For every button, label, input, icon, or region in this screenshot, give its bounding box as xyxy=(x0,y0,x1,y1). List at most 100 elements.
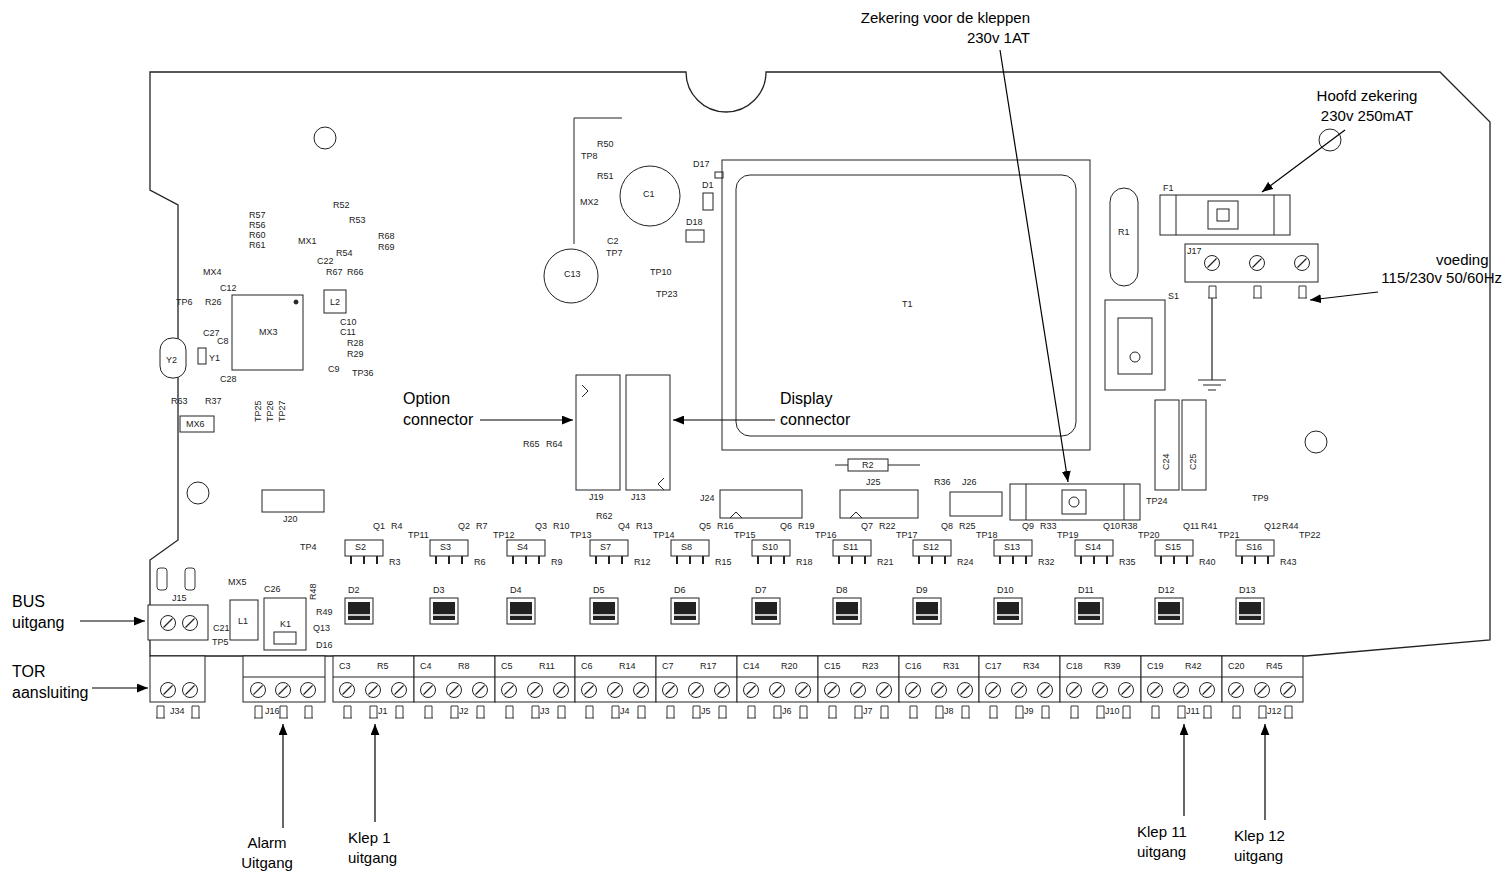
relay-area xyxy=(230,600,258,640)
component-designator: Q4 xyxy=(618,522,630,531)
component-designator: R41 xyxy=(1201,522,1218,531)
terminal-screw xyxy=(1067,683,1082,698)
switch-resistor-capacitor xyxy=(1182,400,1206,490)
diode-symbol xyxy=(430,598,458,624)
terminal-screw xyxy=(608,683,623,698)
terminal-pin xyxy=(369,706,378,718)
connector xyxy=(576,375,620,490)
component-designator: J7 xyxy=(863,707,873,716)
component-designator: TP11 xyxy=(408,531,429,540)
terminal-screw xyxy=(161,683,1296,698)
mounting-hole xyxy=(1305,431,1327,453)
component-designator: C6 xyxy=(581,662,593,671)
leader-arrow xyxy=(1264,724,1265,820)
callout-label: TOR aansluiting xyxy=(12,662,96,704)
component-designator: D7 xyxy=(755,586,767,595)
diode-symbol xyxy=(345,598,1264,624)
connector xyxy=(658,478,664,490)
terminal-block xyxy=(1222,656,1303,702)
component-designator: R2 xyxy=(862,461,874,470)
bus-terminal xyxy=(148,568,208,640)
component-designator: C13 xyxy=(564,270,581,279)
terminal-block xyxy=(414,656,495,702)
switch-resistor-capacitor xyxy=(1118,318,1152,374)
terminal-pin xyxy=(424,706,433,718)
terminal-screw xyxy=(1174,683,1189,698)
terminal-screw xyxy=(877,683,892,698)
component-designator: C19 xyxy=(1147,662,1164,671)
bus-terminal xyxy=(161,616,176,631)
component-designator: MX1 xyxy=(298,237,317,246)
terminal-screw xyxy=(744,683,759,698)
component-designator: S16 xyxy=(1246,543,1262,552)
component-designator: R43 xyxy=(1280,558,1297,567)
mounting-hole xyxy=(187,127,1341,504)
component-designator: J12 xyxy=(1267,707,1282,716)
component-designator: J9 xyxy=(1024,707,1034,716)
component-designator: R35 xyxy=(1119,558,1136,567)
component-designator: D5 xyxy=(593,586,605,595)
component-designator: R64 xyxy=(546,440,563,449)
terminal-screw xyxy=(502,683,517,698)
bus-terminal xyxy=(157,568,167,590)
component-designator: R25 xyxy=(959,522,976,531)
terminal-screw xyxy=(421,683,436,698)
terminal-screw xyxy=(1093,683,1108,698)
component-designator: TP7 xyxy=(606,249,623,258)
component-designator: S8 xyxy=(681,543,692,552)
terminal-pin xyxy=(718,706,727,718)
board-outline xyxy=(150,72,1490,656)
terminal-screw xyxy=(161,683,176,698)
diode-symbol xyxy=(671,598,699,624)
component-designator: R31 xyxy=(943,662,960,671)
terminal-pin xyxy=(531,706,540,718)
terminal-pin xyxy=(799,706,808,718)
terminal-pin xyxy=(279,706,288,718)
terminal-screw xyxy=(1281,683,1296,698)
component-designator: C11 xyxy=(340,328,356,337)
regulator-symbol xyxy=(1236,540,1274,564)
terminal-pin xyxy=(880,706,889,718)
component-designator: J15 xyxy=(172,594,187,603)
component-designator: TP16 xyxy=(815,531,837,540)
component-designator: TP20 xyxy=(1138,531,1160,540)
ic-and-small-parts xyxy=(160,338,186,378)
component-designator: Y1 xyxy=(209,354,220,363)
terminal-screw xyxy=(689,683,704,698)
component-designator: R45 xyxy=(1266,662,1283,671)
component-designator: R66 xyxy=(347,268,364,277)
ic-and-small-parts xyxy=(232,295,303,370)
component-designator: J25 xyxy=(866,478,881,487)
component-designator: R21 xyxy=(877,558,894,567)
leader-arrow xyxy=(282,724,283,828)
component-designator: D8 xyxy=(836,586,848,595)
terminal-pin xyxy=(191,706,200,718)
component-designator: Q2 xyxy=(458,522,470,531)
component-designator: R5 xyxy=(377,662,389,671)
component-designator: C18 xyxy=(1066,662,1083,671)
component-designator: R23 xyxy=(862,662,879,671)
fuse-holder xyxy=(1026,484,1124,520)
component-designator: MX6 xyxy=(186,420,205,429)
terminal-screw xyxy=(796,683,811,698)
component-designator: C8 xyxy=(217,337,229,346)
component-designator: TP24 xyxy=(1146,497,1168,506)
component-designator: C5 xyxy=(501,662,513,671)
component-designator: C4 xyxy=(420,662,432,671)
component-designator: TP12 xyxy=(493,531,515,540)
component-designator: TP26 xyxy=(266,400,275,422)
terminal-block xyxy=(495,656,575,702)
connector xyxy=(850,512,862,518)
transformer xyxy=(722,160,1090,450)
component-designator: MX3 xyxy=(259,328,278,337)
callout-label: Alarm Uitgang xyxy=(230,833,304,872)
terminal-screw xyxy=(715,683,730,698)
component-designator: C21 xyxy=(213,624,230,633)
terminal-screw xyxy=(340,683,355,698)
terminal-pin xyxy=(666,706,675,718)
terminal-pin xyxy=(1203,706,1212,718)
component-designator: R68 xyxy=(378,232,395,241)
component-designator: J1 xyxy=(378,707,388,716)
